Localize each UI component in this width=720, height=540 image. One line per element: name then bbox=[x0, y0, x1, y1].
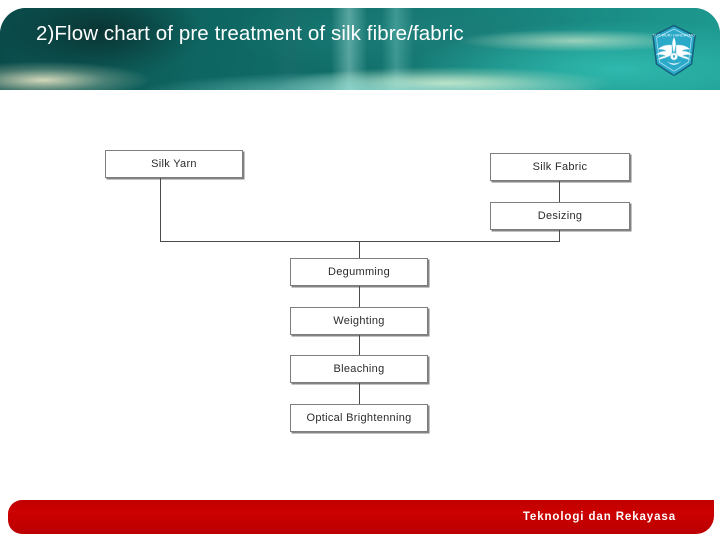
connector-degumming-to-weighting bbox=[359, 286, 360, 307]
flow-node-degumming: Degumming bbox=[290, 258, 428, 286]
svg-text:TUT WURI HANDAYANI: TUT WURI HANDAYANI bbox=[653, 34, 695, 38]
connector-desizing-down bbox=[559, 230, 560, 241]
flow-node-silk-yarn: Silk Yarn bbox=[105, 150, 243, 178]
connector-silk-yarn-down bbox=[160, 178, 161, 241]
footer-text: Teknologi dan Rekayasa bbox=[522, 511, 676, 523]
slide-title: 2)Flow chart of pre treatment of silk fi… bbox=[36, 22, 464, 45]
connector-silk-fabric-to-desizing bbox=[559, 181, 560, 202]
banner-swirl-bottom-glow bbox=[0, 8, 720, 90]
flow-node-desizing: Desizing bbox=[490, 202, 630, 230]
flow-node-silk-fabric: Silk Fabric bbox=[490, 153, 630, 181]
flow-node-weighting: Weighting bbox=[290, 307, 428, 335]
tut-wuri-handayani-logo: TUT WURI HANDAYANI bbox=[652, 24, 696, 76]
flow-node-optical-brightenning: Optical Brightenning bbox=[290, 404, 428, 432]
flow-node-bleaching: Bleaching bbox=[290, 355, 428, 383]
connector-weighting-to-bleaching bbox=[359, 335, 360, 355]
connector-junction-to-degumming bbox=[359, 241, 360, 258]
connector-junction-rail bbox=[160, 241, 560, 242]
connector-bleaching-to-optical-brightenning bbox=[359, 383, 360, 404]
header-banner bbox=[0, 8, 720, 90]
footer-bar bbox=[8, 500, 714, 534]
